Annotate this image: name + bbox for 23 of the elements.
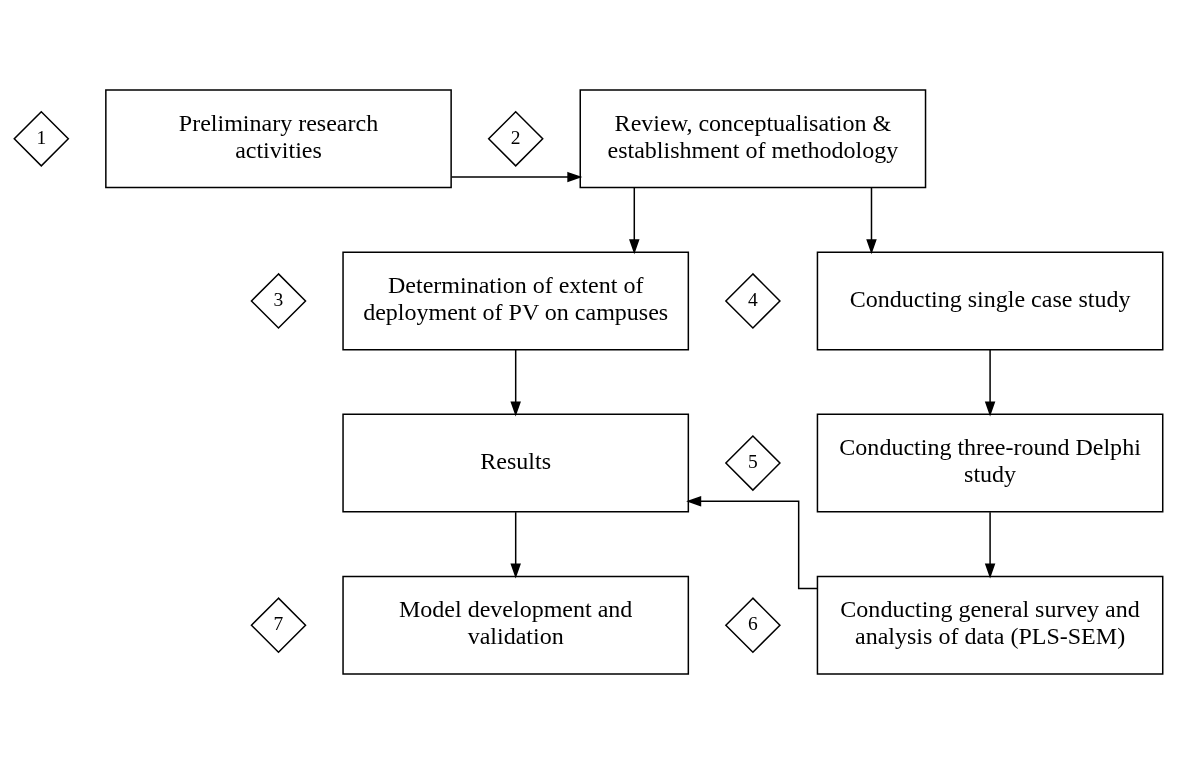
node-box: Determination of extent of deployment of PV on campuses — [342, 250, 690, 350]
arrow — [686, 495, 818, 589]
node-diamond: 4 — [724, 272, 781, 329]
node-box: Conducting single case study — [816, 250, 1164, 350]
arrow — [451, 171, 583, 182]
node-diamond: 3 — [250, 272, 307, 329]
node-box: Conducting general survey and analysis of data (PLS-SEM) — [816, 575, 1164, 675]
node-box: Conducting three-round Delphi study — [816, 413, 1164, 513]
node-diamond: 7 — [250, 596, 307, 653]
node-diamond: 1 — [13, 110, 70, 167]
node-box: Preliminary research activities — [105, 88, 452, 188]
arrow — [629, 186, 640, 254]
node-box: Model development and validation — [342, 575, 690, 675]
arrow — [866, 186, 877, 254]
arrow — [510, 510, 521, 579]
arrow — [510, 348, 521, 416]
node-box: Review, conceptualisation & establishment of methodology — [579, 88, 927, 188]
node-diamond: 6 — [724, 596, 781, 653]
arrow — [984, 510, 996, 579]
node-diamond: 5 — [724, 434, 781, 491]
arrow — [984, 348, 996, 416]
node-box: Results — [342, 413, 690, 513]
node-diamond: 2 — [487, 110, 544, 167]
